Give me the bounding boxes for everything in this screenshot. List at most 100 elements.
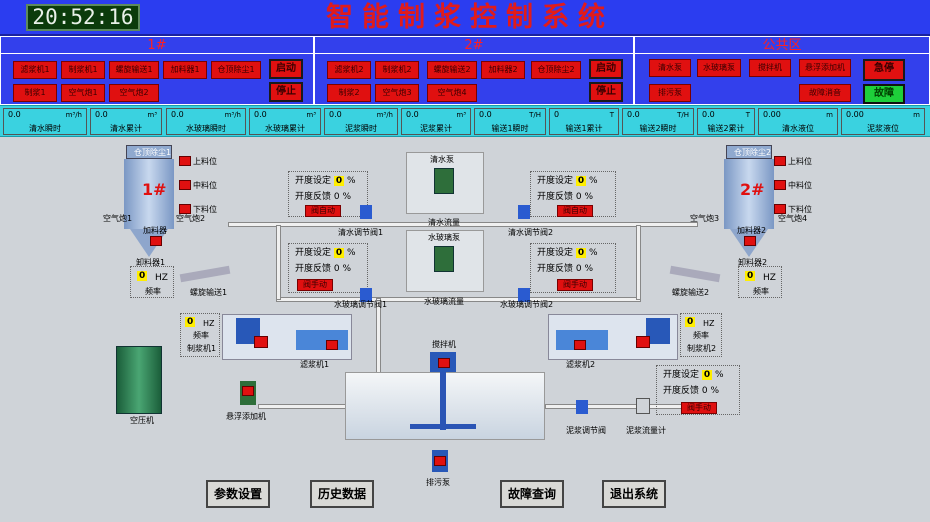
water-pipe [228,222,698,227]
btn-pulp2[interactable]: 制浆2 [327,84,371,102]
btn-maker1[interactable]: 制浆机1 [61,61,105,79]
label-susp-feeder: 悬浮添加机 [226,412,266,421]
valve-manual-button[interactable]: 阀手动 [681,402,717,414]
label-freq: 频率 [693,331,709,340]
susp-status-icon [242,386,254,396]
dust-collector-1-label: 仓顶除尘1 [134,148,172,157]
valve-icon [360,288,372,302]
water-valve2-ctrl: 开度设定 0 % 开度反馈 0 % 阀自动 [530,171,616,217]
silo-1-top [126,145,172,159]
label-freq: 频率 [145,287,161,296]
label-glass-flow: 水玻璃流量 [424,297,464,306]
btn-filter2[interactable]: 滤浆机2 [327,61,371,79]
level-sensor-icon [179,156,191,166]
btn-glass-pump[interactable]: 水玻璃泵 [697,59,741,77]
water-valve1-ctrl: 开度设定 0 % 开度反馈 0 % 阀自动 [288,171,368,217]
label-slurry-meter: 泥浆流量计 [626,426,666,435]
mixer-shaft [440,372,446,430]
btn-screw1[interactable]: 螺旋输送1 [109,61,159,79]
compressor-icon [116,346,162,414]
exit-button[interactable]: 退出系统 [602,480,666,508]
panel-1-title: 1# [1,37,313,54]
valve-auto-button[interactable]: 阀自动 [305,205,341,217]
mixer-status-icon [438,358,450,368]
freq-value: 0 [137,271,148,281]
label-hz: HZ [763,273,776,283]
label-air-cannon-2: 空气炮2 [176,214,206,223]
level-sensor-icon [774,204,786,214]
feeder-status-icon [150,236,162,246]
start-button-1[interactable]: 启动 [269,59,303,79]
label-filter-2: 滤浆机2 [566,360,596,369]
stop-button-2[interactable]: 停止 [589,82,623,102]
stop-button-1[interactable]: 停止 [269,82,303,102]
panel-common: 公共区 清水泵 水玻璃泵 搅拌机 悬浮添加机 急停 排污泵 故障消音 故障 [634,36,930,105]
pipe-vertical [636,225,641,300]
history-button[interactable]: 历史数据 [310,480,374,508]
btn-mute[interactable]: 故障消音 [799,84,851,102]
label-maker-2: 制浆机2 [687,344,717,353]
valve-icon [576,400,588,414]
label-water-valve-2: 清水调节阀2 [508,228,554,237]
fault-query-button[interactable]: 故障查询 [500,480,564,508]
valve-manual-button[interactable]: 阀手动 [557,279,593,291]
label-feeder-2: 加料器2 [737,226,767,235]
label-air-cannon-3: 空气炮3 [690,214,720,223]
label-feeder-1: 加料器 [143,226,167,235]
label-glass-valve-1: 水玻璃调节阀1 [334,300,388,309]
start-button-2[interactable]: 启动 [589,59,623,79]
valve-icon [518,205,530,219]
label-mid-level: 中料位 [788,181,812,190]
label-compressor: 空压机 [130,416,154,425]
btn-mixer[interactable]: 搅拌机 [749,59,791,77]
silo-2 [724,159,774,229]
btn-air1[interactable]: 空气炮1 [61,84,105,102]
valve-icon [360,205,372,219]
btn-susp[interactable]: 悬浮添加机 [799,59,851,77]
water-pump-icon [434,168,454,194]
label-hz: HZ [703,319,715,328]
label-water-pump: 清水泵 [430,155,454,164]
label-mid-level: 中料位 [193,181,217,190]
btn-air2[interactable]: 空气炮2 [109,84,159,102]
param-settings-button[interactable]: 参数设置 [206,480,270,508]
label-hz: HZ [155,273,168,283]
btn-drain-pump[interactable]: 排污泵 [649,84,691,102]
btn-dust2[interactable]: 仓顶除尘2 [531,61,581,79]
btn-water-pump[interactable]: 清水泵 [649,59,691,77]
label-upper-level: 上料位 [193,157,217,166]
btn-filter1[interactable]: 滤浆机1 [13,61,57,79]
maker-2-motor [646,318,670,344]
emergency-stop-button[interactable]: 急停 [863,59,905,81]
label-unloader-2: 卸料器2 [738,258,768,267]
valve-icon [518,288,530,302]
pipe-vertical [276,225,281,300]
label-glass-pump: 水玻璃泵 [428,233,460,242]
btn-maker2[interactable]: 制浆机2 [375,61,419,79]
label-glass-valve-2: 水玻璃调节阀2 [500,300,554,309]
btn-screw2[interactable]: 螺旋输送2 [427,61,477,79]
freq-value: 0 [685,317,696,327]
label-low-level: 下料位 [193,205,217,214]
level-sensor-icon [774,180,786,190]
drain-status-icon [434,456,446,466]
fault-indicator[interactable]: 故障 [863,84,905,104]
label-water-flow: 清水流量 [428,218,460,227]
btn-feeder2[interactable]: 加料器2 [481,61,525,79]
valve-manual-button[interactable]: 阀手动 [297,279,333,291]
btn-pulp1[interactable]: 制浆1 [13,84,57,102]
valve-auto-button[interactable]: 阀自动 [557,205,593,217]
screw-conveyor-1 [179,265,231,283]
btn-air4[interactable]: 空气炮4 [427,84,477,102]
feeder-status-icon [744,236,756,246]
btn-dust1[interactable]: 仓顶除尘1 [211,61,261,79]
btn-feeder1[interactable]: 加料器1 [163,61,207,79]
btn-air3[interactable]: 空气炮3 [375,84,419,102]
panel-common-title: 公共区 [635,37,929,54]
